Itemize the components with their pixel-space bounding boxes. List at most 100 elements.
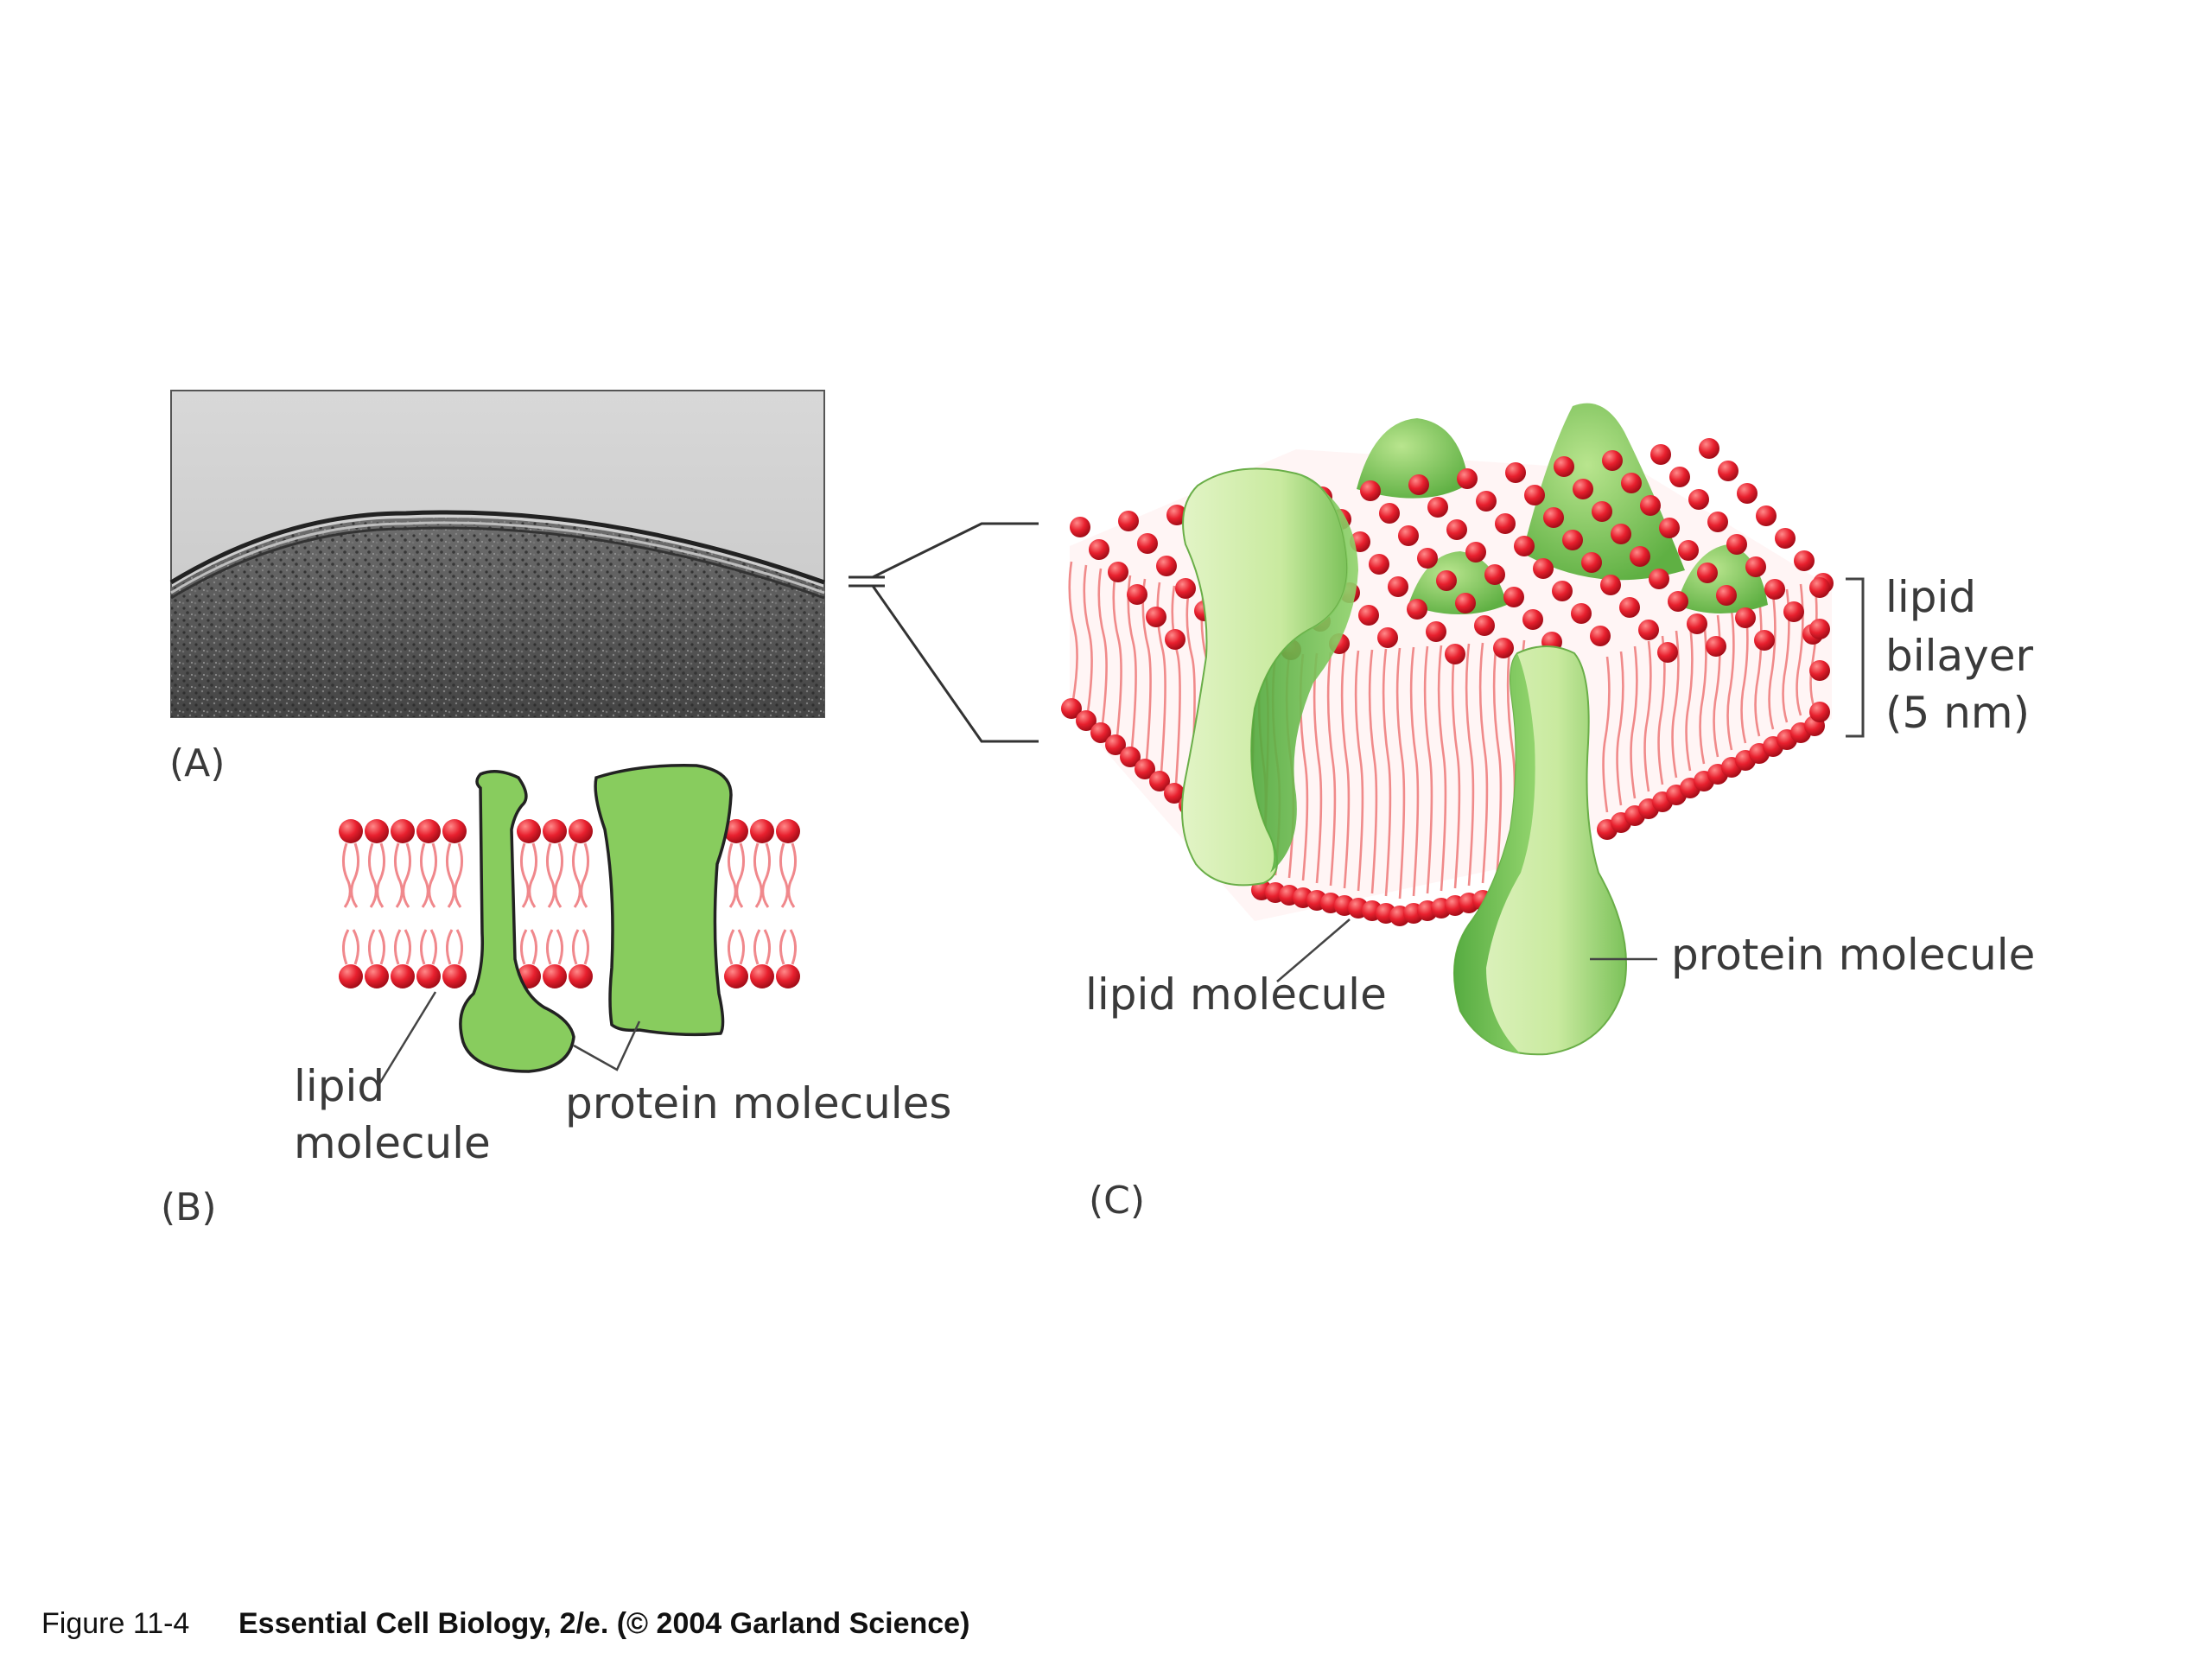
- lipid-head: [1688, 489, 1709, 510]
- lipid-tail: [761, 842, 771, 908]
- lipid-head: [442, 819, 467, 843]
- lipid-head: [724, 819, 748, 843]
- lipid-head: [1809, 702, 1830, 722]
- lipid-tail: [446, 842, 455, 908]
- lipid-head: [1669, 467, 1690, 487]
- lipid-tail: [1451, 644, 1461, 889]
- lipid-head: [1505, 462, 1526, 483]
- lipid-head: [1149, 771, 1170, 791]
- lipid-tail: [528, 842, 537, 908]
- lipid-tail: [342, 842, 352, 908]
- lipid-head: [1756, 505, 1777, 526]
- lipid-head: [339, 964, 363, 988]
- lipid-head: [776, 819, 800, 843]
- panel-b-lipid-label-line1: lipid: [294, 1061, 385, 1111]
- lipid-tail: [728, 842, 737, 908]
- lipid-head: [1754, 630, 1775, 651]
- lipid-head: [1592, 501, 1612, 522]
- zoom-bracket: [849, 522, 1039, 743]
- lipid-tail: [735, 842, 745, 908]
- lipid-head: [1089, 539, 1109, 560]
- lipid-tail: [455, 929, 463, 965]
- lipid-head: [365, 964, 389, 988]
- lipid-head: [1533, 558, 1554, 579]
- lipid-tail: [1112, 571, 1122, 737]
- lipid-head: [1687, 613, 1707, 634]
- lipid-tail: [429, 929, 437, 965]
- lipid-tail: [546, 929, 554, 965]
- lipid-head: [1794, 550, 1815, 571]
- lipid-head: [1581, 552, 1602, 573]
- lipid-head: [1408, 474, 1429, 495]
- lipid-tail: [402, 842, 411, 908]
- lipid-head: [416, 819, 441, 843]
- lipid-tail: [1156, 582, 1166, 773]
- lipid-head: [1600, 575, 1621, 595]
- lipid-head: [1783, 601, 1804, 622]
- lipid-head: [1417, 548, 1438, 569]
- lipid-head: [1745, 556, 1766, 577]
- lipid-head: [1377, 627, 1398, 648]
- lipid-head: [517, 819, 541, 843]
- lipid-tail: [737, 929, 745, 965]
- lipid-tail: [530, 929, 537, 965]
- lipid-head: [1127, 584, 1147, 605]
- lipid-tail: [728, 929, 735, 965]
- panel-c-leaders: [1276, 918, 1657, 982]
- panel-b-protein-label: protein molecules: [565, 1078, 951, 1128]
- protein-c-top-dome-1: [1357, 418, 1469, 499]
- lipid-head: [1571, 603, 1592, 624]
- lipid-head: [1809, 577, 1830, 598]
- lipid-tail: [1768, 594, 1777, 730]
- lipid-head: [1446, 519, 1467, 540]
- lipid-tail: [420, 929, 428, 965]
- lipid-tail: [779, 929, 787, 965]
- lipid-head: [1061, 698, 1082, 719]
- lipid-head: [1809, 660, 1830, 681]
- lipid-head: [1649, 569, 1669, 589]
- lipid-tail: [1437, 645, 1447, 892]
- lipid-head: [1455, 593, 1476, 613]
- lipid-head: [724, 964, 748, 988]
- panel-a-micrograph: [169, 390, 825, 718]
- figure-source: Essential Cell Biology, 2/e. (© 2004 Gar…: [238, 1607, 969, 1640]
- lipid-head: [1809, 619, 1830, 639]
- lipid-tail: [376, 842, 385, 908]
- bilayer-label-line1: lipid: [1885, 572, 1976, 622]
- lipid-tail: [394, 929, 402, 965]
- lipid-head: [1358, 605, 1379, 626]
- lipid-head: [1445, 644, 1465, 664]
- lipid-tail: [572, 929, 580, 965]
- lipid-head: [569, 819, 593, 843]
- lipid-head: [1476, 491, 1497, 512]
- lipid-tail: [763, 929, 771, 965]
- panel-c-membrane: [1061, 403, 1834, 1056]
- lipid-head: [1735, 607, 1756, 628]
- lipid-head: [1764, 579, 1785, 600]
- lipid-tail: [572, 842, 582, 908]
- lipid-tail: [1809, 578, 1818, 709]
- lipid-head: [1621, 473, 1642, 493]
- lipid-head: [1611, 524, 1631, 544]
- lipid-tail: [556, 929, 563, 965]
- panel-b-membrane: [339, 764, 800, 1073]
- panel-c-lipid-label: lipid molecule: [1085, 969, 1387, 1020]
- lipid-head: [1678, 540, 1699, 561]
- lipid-head: [1699, 438, 1719, 459]
- lipid-tail: [753, 929, 761, 965]
- lipid-head: [750, 964, 774, 988]
- bilayer-label-line3: (5 nm): [1885, 688, 2030, 738]
- lipid-head: [1166, 505, 1187, 525]
- lipid-tail: [554, 842, 563, 908]
- lipid-head: [1379, 503, 1400, 524]
- lipid-head: [1426, 621, 1446, 642]
- lipid-tail: [1685, 625, 1694, 772]
- lipid-head: [1706, 636, 1726, 657]
- lipid-head: [1640, 495, 1661, 516]
- lipid-head: [1465, 542, 1486, 563]
- lipid-head: [1165, 629, 1185, 650]
- lipid-tail: [404, 929, 411, 965]
- lipid-head: [1076, 710, 1096, 731]
- lipid-head: [543, 819, 567, 843]
